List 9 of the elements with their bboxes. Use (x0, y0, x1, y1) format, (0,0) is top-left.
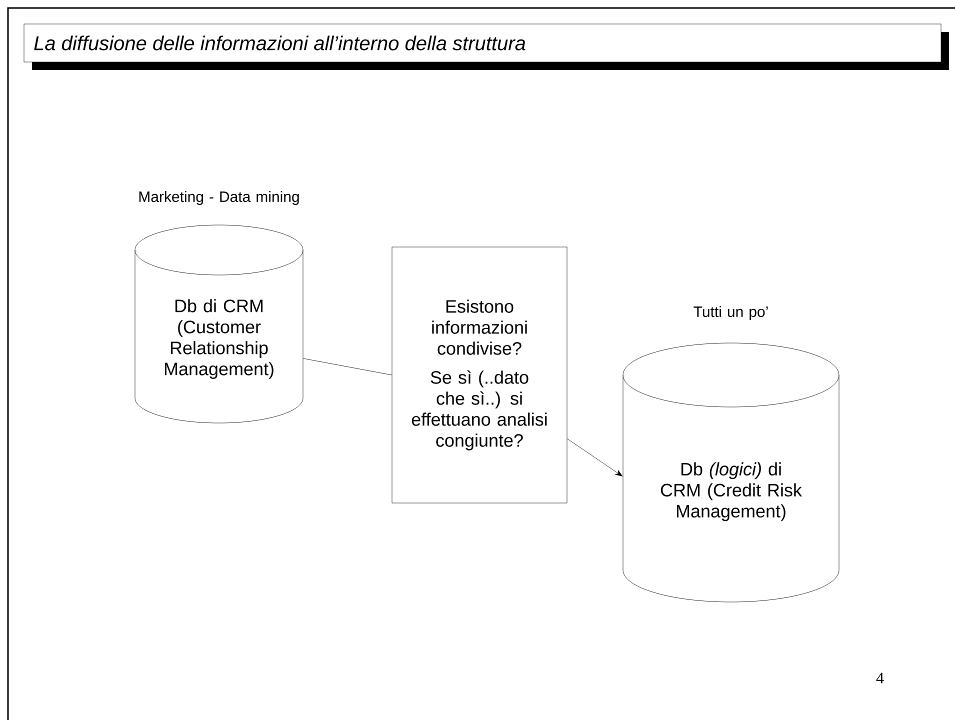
page-number: 4 (876, 672, 884, 684)
database-cylinder: Db (logici) di CRM (Credit Risk Management) (622, 342, 840, 602)
connector-line (567, 438, 623, 476)
cylinder-heading: Marketing - Data mining (139, 191, 299, 205)
connector-line (303, 358, 392, 376)
text-box: Esistono informazioni condivise? Se sì (..dato che sì..) si effettuano analisi congiunte? (392, 246, 568, 504)
cylinder-heading: Tutti un po’ (694, 306, 768, 320)
title-bar: La diffusione delle informazioni all’interno della struttura (24, 24, 949, 70)
database-cylinder: Db di CRM (Customer Relationship Management) (134, 224, 304, 424)
